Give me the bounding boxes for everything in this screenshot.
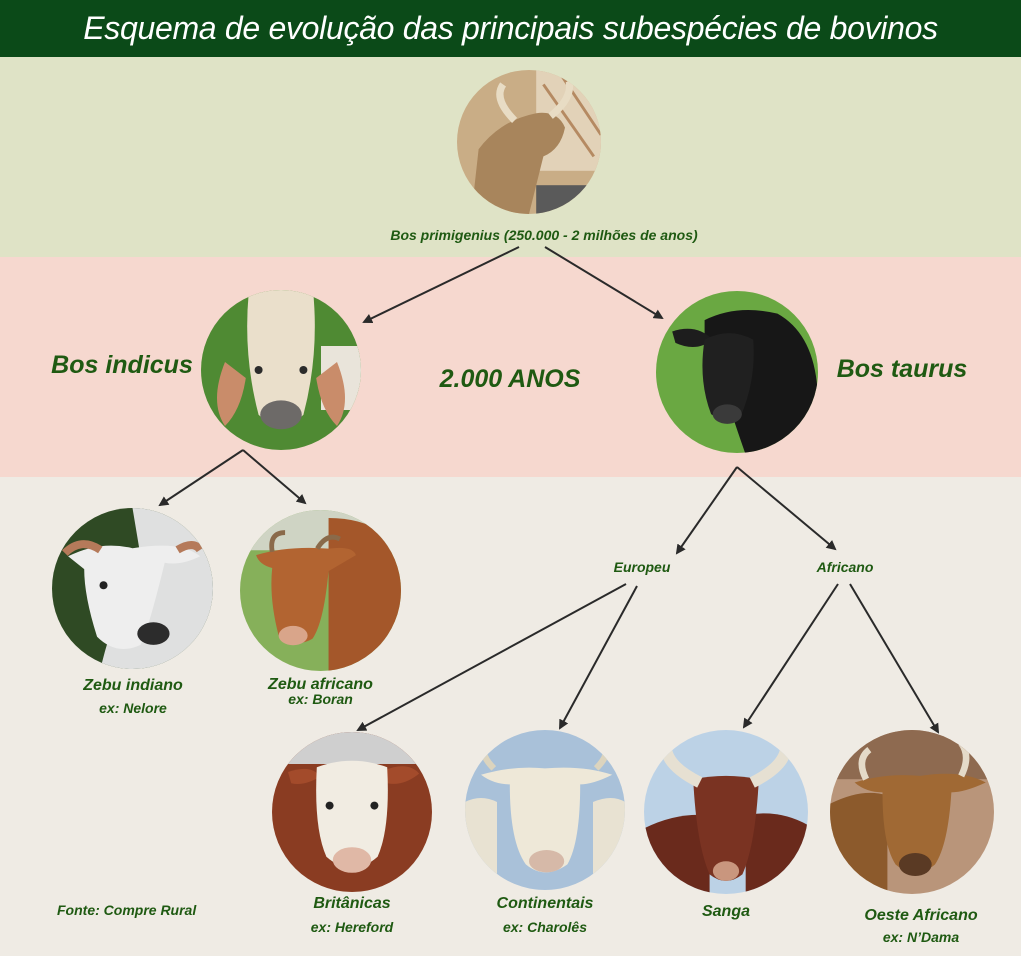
arrow-to-zebu-africano [242,449,307,505]
continentais-photo [465,730,625,890]
britanicas-photo [272,732,432,892]
zebu-africano-photo [240,510,401,671]
arrow-to-sanga [742,583,839,729]
bos-taurus-photo [656,291,818,453]
arrow-to-indicus [362,246,520,324]
sanga-name: Sanga [701,903,750,920]
arrow-to-africano [736,466,837,551]
zebu-africano-name: Zebu africano [268,676,373,693]
continentais-example: ex: Charolês [502,919,588,935]
group-europeu-label: Europeu [613,559,671,575]
britanicas-name: Britânicas [313,895,391,912]
bos-primigenius-photo [457,70,601,214]
zebu-indiano-name: Zebu indiano [83,677,183,694]
arrow-to-taurus [544,246,664,320]
arrow-to-oeste-africano [849,583,940,734]
zebu-indiano-photo [52,508,213,669]
page-title: Esquema de evolução das principais subes… [0,0,1021,57]
group-africano-label: Africano [816,559,874,575]
zebu-indiano-example: ex: Nelore [99,700,167,716]
bos-indicus-label: Bos indicus [51,351,193,379]
source-credit: Fonte: Compre Rural [57,902,197,918]
arrow-to-continentais [559,585,638,730]
sanga-photo [644,730,808,894]
zebu-africano-example: ex: Boran [288,691,353,707]
divergence-label: 2.000 ANOS [439,365,581,393]
arrow-to-zebu-indiano [158,449,244,507]
britanicas-example: ex: Hereford [310,919,394,935]
arrow-to-britanicas [356,583,627,731]
species-band [0,257,1021,477]
arrow-to-europeu [675,466,738,555]
oeste-africano-name: Oeste Africano [864,907,978,924]
continentais-name: Continentais [496,895,594,912]
oeste-africano-example: ex: N’Dama [882,929,960,945]
bos-taurus-label: Bos taurus [836,355,968,383]
bos-indicus-photo [201,290,361,450]
oeste-africano-photo [830,730,994,894]
bos-primigenius-label: Bos primigenius (250.000 - 2 milhões de … [390,227,698,243]
